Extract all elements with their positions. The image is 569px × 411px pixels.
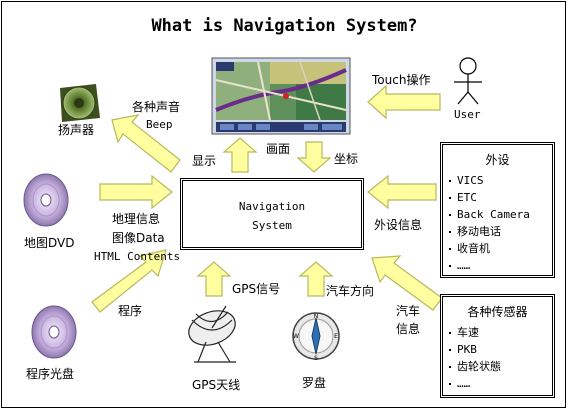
touch-label: Touch操作	[372, 73, 431, 87]
svg-text:W: W	[293, 333, 299, 340]
program-disc-label: 程序光盘	[26, 367, 75, 381]
arrow-peripheral	[367, 174, 437, 210]
map-info-line3: HTML Contents	[94, 250, 181, 263]
map-dvd-disc-icon	[23, 173, 69, 227]
coords-label: 坐标	[334, 152, 359, 166]
user-icon	[454, 57, 482, 105]
svg-text:N: N	[314, 313, 319, 320]
peripheral-info-label: 外设信息	[374, 218, 423, 232]
car-direction-label: 汽车方向	[326, 284, 375, 298]
list-item: ETC	[449, 189, 552, 206]
center-line2: System	[252, 219, 292, 232]
arrow-car-info	[371, 255, 443, 311]
svg-text:S: S	[314, 355, 318, 362]
compass-icon: N S W E	[292, 312, 340, 362]
program-disc-icon	[31, 305, 77, 359]
list-item: Back Camera	[449, 206, 552, 223]
arrow-touch	[367, 84, 441, 120]
list-item: PKB	[449, 341, 552, 358]
gps-antenna-icon	[188, 305, 236, 363]
car-info-line1: 汽车	[396, 304, 421, 318]
speaker-arrow-line1: 各种声音	[132, 100, 181, 114]
list-item: ……	[449, 375, 552, 392]
car-info-line2: 信息	[396, 322, 421, 336]
map-info-line2: 图像Data	[112, 231, 165, 245]
arrow-program	[91, 249, 167, 313]
arrow-speaker	[111, 114, 181, 173]
gps-antenna-label: GPS天线	[192, 378, 241, 392]
peripherals-title: 外设	[485, 153, 510, 167]
list-item: 收音机	[449, 240, 552, 257]
map-dvd-label: 地图DVD	[24, 236, 75, 250]
speaker-icon	[60, 84, 100, 122]
gps-signal-label: GPS信号	[232, 282, 281, 296]
display-label: 显示	[192, 154, 217, 168]
navigation-system-box: Navigation System	[180, 178, 364, 250]
user-label: User	[454, 108, 481, 121]
arrow-gps	[196, 261, 232, 297]
svg-text:E: E	[334, 333, 338, 340]
arrow-coords	[296, 141, 332, 173]
page-title: What is Navigation System?	[151, 16, 418, 36]
sensors-title: 各种传感器	[467, 305, 528, 319]
list-item: ……	[449, 257, 552, 274]
program-label: 程序	[118, 304, 143, 318]
navigation-screen-image	[211, 57, 351, 135]
arrow-display	[222, 137, 258, 173]
list-item: 移动电话	[449, 223, 552, 240]
list-item: 齿轮状態	[449, 358, 552, 375]
speaker-label: 扬声器	[58, 123, 95, 137]
list-item: 车速	[449, 324, 552, 341]
sensors-box: 各种传感器 车速 PKB 齿轮状態 ……	[440, 294, 555, 398]
compass-label: 罗盘	[302, 376, 327, 390]
map-info-line1: 地理信息	[112, 212, 161, 226]
center-line1: Navigation	[238, 200, 306, 213]
speaker-arrow-line2: Beep	[146, 118, 173, 131]
list-item: VICS	[449, 172, 552, 189]
screen-label: 画面	[266, 142, 291, 156]
peripherals-box: 外设 VICS ETC Back Camera 移动电话 收音机 ……	[440, 142, 555, 278]
arrow-compass	[298, 261, 334, 297]
arrow-map	[99, 174, 173, 210]
peripherals-list: VICS ETC Back Camera 移动电话 收音机 ……	[449, 172, 552, 274]
sensors-list: 车速 PKB 齿轮状態 ……	[449, 324, 552, 392]
